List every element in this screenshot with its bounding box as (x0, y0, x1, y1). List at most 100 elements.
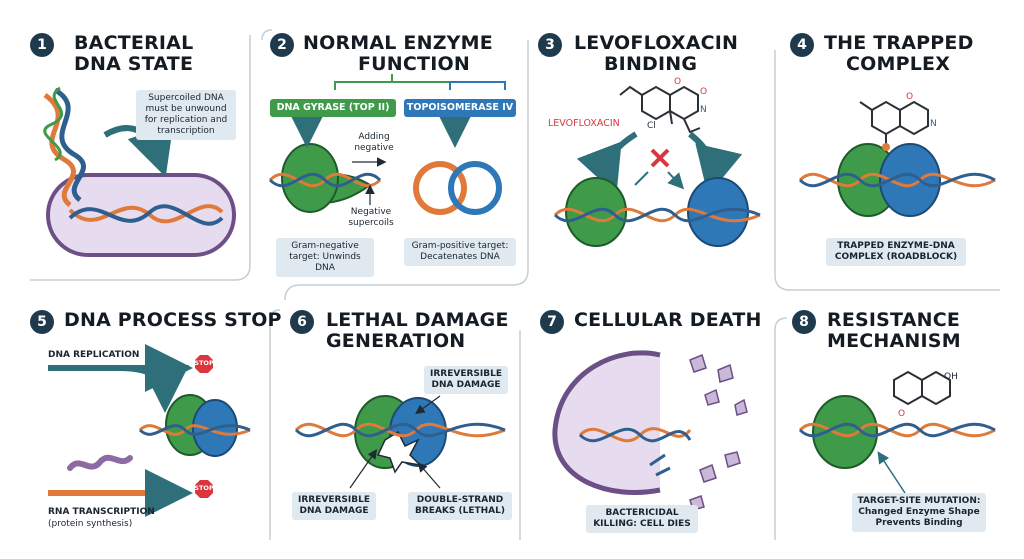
separator-8a (774, 317, 788, 331)
svg-text:N: N (700, 105, 707, 115)
dna-fragments (649, 453, 671, 477)
step-number-2: 2 (270, 33, 294, 57)
gram-positive-label: Gram-positive target: Decatenates DNA (404, 238, 516, 266)
step-number-3: 3 (538, 33, 562, 57)
panel-4-art: N O (798, 92, 996, 217)
double-strand-breaks-label: DOUBLE-STRAND BREAKS (LETHAL) (408, 492, 512, 520)
dna-replication-label: DNA REPLICATION (48, 350, 140, 360)
panel-1-title-line1: BACTERIAL (74, 32, 194, 54)
panel-8-note: TARGET-SITE MUTATION: Changed Enzyme Sha… (852, 493, 986, 532)
negative-supercoils-label: Negative supercoils (348, 207, 394, 228)
svg-text:O: O (674, 77, 681, 87)
panel-8-art: O (798, 370, 996, 494)
p4-topo (879, 143, 941, 217)
p2-dna-blue (268, 172, 382, 188)
levofloxacin-label: LEVOFLOXACIN (548, 118, 620, 129)
panel-1-art (43, 86, 236, 257)
p6-dna-blue (294, 422, 506, 438)
panel-2-title-line2: FUNCTION (358, 53, 470, 75)
supercoiled-dna-orange (43, 92, 76, 207)
panel-1-note: Supercoiled DNA must be unwound for repl… (136, 90, 236, 140)
panel-1-title-line2: DNA STATE (74, 53, 194, 75)
separator-2a (261, 29, 273, 41)
step-number-5: 5 (30, 310, 54, 334)
topo-badge: TOPOISOMERASE IV (404, 99, 516, 117)
svg-text:Cl: Cl (647, 121, 656, 131)
panel-4-note: TRAPPED ENZYME-DNA COMPLEX (ROADBLOCK) (826, 238, 966, 266)
p6-pointer-right (417, 462, 441, 489)
cell-debris (689, 353, 748, 511)
p4-molecule (859, 100, 929, 145)
panel-2-art (268, 74, 506, 215)
panel-7-title: CELLULAR DEATH (574, 309, 762, 331)
rna-transcription-label: RNA TRANSCRIPTION (48, 507, 155, 517)
p6-pointer-top (415, 395, 441, 415)
p3-arrow-right (688, 131, 743, 196)
p8-mutated-enzyme (812, 395, 878, 469)
replication-arrow (48, 364, 189, 413)
stop-sign-2 (195, 480, 213, 498)
panel-2-title-line1: NORMAL ENZYME (303, 32, 493, 54)
panel-4-title-line1: THE TRAPPED (824, 32, 974, 54)
separator-2 (284, 40, 529, 301)
p4-binding-site (882, 143, 890, 151)
panel-7-art (552, 350, 748, 511)
molecule-atoms: O O N Cl (647, 77, 707, 131)
step-number-4: 4 (790, 33, 814, 57)
dna-strand-blue (68, 204, 224, 226)
ruptured-cell (552, 350, 661, 495)
p6-pointer-left (349, 449, 378, 489)
gram-negative-label: Gram-negative target: Unwinds DNA (276, 238, 374, 277)
stop-label-1: STOP (194, 359, 214, 367)
panel-3-title-line2: BINDING (604, 53, 698, 75)
block-x-icon (650, 148, 670, 168)
panel-7-note: BACTERICIDAL KILLING: CELL DIES (586, 505, 698, 533)
p3-dna-blue (553, 207, 761, 223)
panel-5-art (48, 344, 251, 517)
irreversible-damage-left: IRREVERSIBLE DNA DAMAGE (292, 492, 376, 520)
p8-dna-blue (798, 422, 996, 438)
step-number-6: 6 (290, 310, 314, 334)
p8-pointer (877, 451, 906, 494)
p7-dna-blue (578, 427, 692, 443)
irreversible-damage-top: IRREVERSIBLE DNA DAMAGE (424, 366, 508, 394)
p4-n-atom: N (930, 119, 937, 129)
p3-gyrase (565, 177, 627, 247)
dna-strand-orange (68, 204, 224, 224)
catenane-ring-blue (448, 161, 502, 215)
step-number-1: 1 (30, 33, 54, 57)
step-number-8: 8 (792, 310, 816, 334)
catenane-ring-orange (413, 161, 467, 215)
bracket-topo (449, 81, 506, 90)
levofloxacin-molecule (619, 85, 701, 134)
panel-3-art: O O N Cl (553, 77, 761, 247)
p5-dna-blue (138, 424, 251, 436)
step-number-7: 7 (540, 310, 564, 334)
rna-strand (67, 454, 133, 471)
panel-8-title-line2: MECHANISM (827, 330, 961, 352)
oh-group-label: OH (944, 372, 958, 382)
protein-synthesis-label: (protein synthesis) (48, 519, 133, 529)
gyrase-badge: DNA GYRASE (TOP II) (270, 99, 396, 117)
bracket-gyrase (334, 81, 451, 90)
panel-6-title-line2: GENERATION (326, 330, 466, 352)
p8-o-atom: O (898, 409, 905, 419)
panel-8-title-line1: RESISTANCE (827, 309, 961, 331)
svg-text:O: O (700, 87, 707, 97)
p3-small-arrows (634, 171, 680, 185)
panel-separators (30, 29, 1000, 540)
stop-sign-1 (195, 355, 213, 373)
panel-3-title-line1: LEVOFLOXACIN (574, 32, 739, 54)
separator-6a (269, 309, 281, 321)
p4-o-atom: O (906, 92, 913, 102)
supercoiled-dna-blue (53, 87, 86, 202)
panel-6-title-line1: LETHAL DAMAGE (326, 309, 509, 331)
separator-1 (30, 35, 251, 281)
panel-4-title-line2: COMPLEX (846, 53, 951, 75)
adding-negative-label: Adding negative (354, 132, 394, 153)
supercoiled-dna-green (43, 86, 64, 162)
p8-molecule (893, 370, 951, 406)
panel-5-title: DNA PROCESS STOP (64, 309, 282, 331)
